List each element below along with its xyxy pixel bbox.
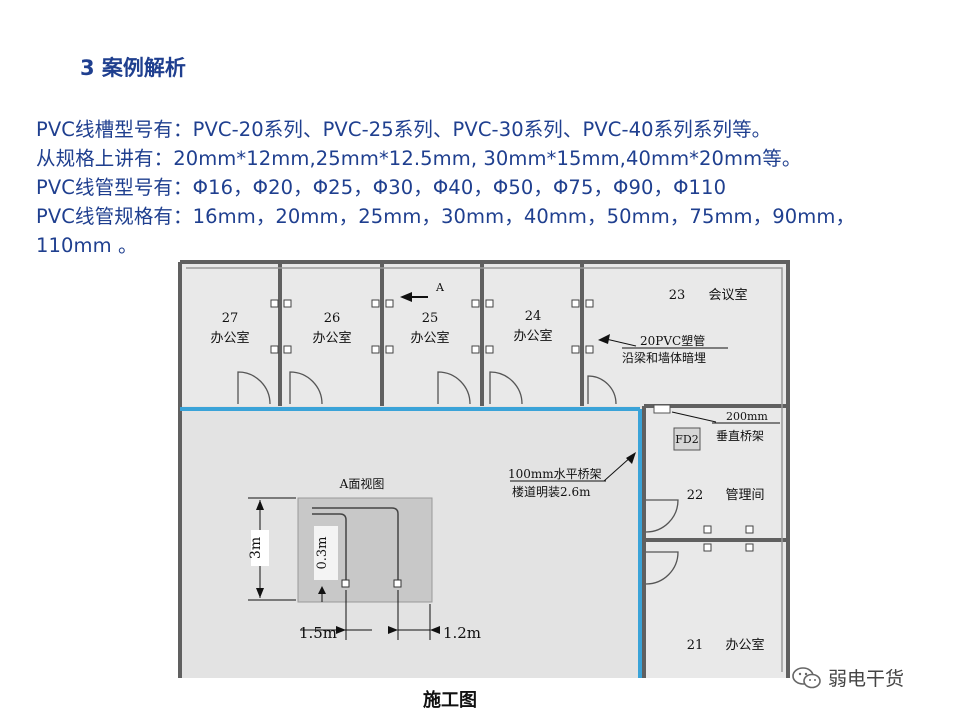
wechat-icon — [792, 666, 821, 688]
room-27-number: 27 — [222, 311, 239, 326]
vertical-tray-label-1: 200mm — [726, 410, 768, 423]
watermark: 弱电干货 — [792, 664, 904, 691]
elevation-left-dim: 1.5m — [299, 624, 337, 642]
room-26-name: 办公室 — [312, 330, 351, 346]
section-title: 3 案例解析 — [80, 56, 186, 80]
elevation-inner-label: 0.3m — [315, 536, 330, 569]
walls — [178, 260, 790, 678]
room-fills — [180, 262, 788, 678]
vertical-tray-label-2: 垂直桥架 — [716, 429, 764, 443]
room-23-number: 23 — [669, 288, 686, 303]
room-23-name: 会议室 — [708, 287, 747, 303]
pvc-pipe-annotation: 20PVC塑管 沿梁和墙体暗埋 — [598, 333, 728, 365]
pvc-pipe-label-1: 20PVC塑管 — [640, 333, 705, 348]
room-21-number: 21 — [687, 638, 704, 653]
elevation-right-dim: 1.2m — [443, 624, 481, 642]
outlet-boxes — [270, 299, 754, 552]
elevation-title: A面视图 — [339, 476, 385, 491]
fd2-box — [673, 427, 701, 451]
view-arrow: A — [400, 281, 445, 302]
elevation-height-label: 3m — [248, 537, 264, 559]
text-line-pipe-models: PVC线管型号有：Φ16，Φ20，Φ25，Φ30，Φ40，Φ50，Φ75，Φ90… — [36, 176, 727, 199]
room-25-number: 25 — [422, 311, 439, 326]
room-22-number: 22 — [687, 488, 704, 503]
room-24-name: 办公室 — [513, 328, 552, 344]
diagram-caption: 施工图 — [423, 690, 477, 711]
horizontal-tray-annotation: 100mm水平桥架 楼道明装2.6m — [508, 452, 636, 499]
text-line-pvc-trough-models: PVC线槽型号有：PVC-20系列、PVC-25系列、PVC-30系列、PVC-… — [36, 118, 772, 141]
watermark-text: 弱电干货 — [828, 668, 905, 690]
room-25-name: 办公室 — [410, 330, 449, 346]
room-27-name: 办公室 — [210, 330, 249, 346]
room-22-name: 管理间 — [725, 488, 764, 503]
text-line-pipe-sizes-cont: 110mm 。 — [36, 234, 138, 257]
cable-tray — [180, 407, 642, 678]
elevation-view: A面视图 0.3m 3m 1.5m 1.2m — [248, 476, 481, 642]
room-21-name: 办公室 — [725, 637, 764, 653]
vertical-tray-annotation: 200mm 垂直桥架 — [671, 410, 780, 443]
text-line-pipe-sizes: PVC线管规格有：16mm，20mm，25mm，30mm，40mm，50mm，7… — [36, 205, 856, 228]
vertical-tray-box — [653, 404, 671, 414]
horizontal-tray-label-1: 100mm水平桥架 — [508, 467, 602, 481]
room-26-number: 26 — [324, 311, 341, 326]
fd2-label: FD2 — [675, 433, 698, 446]
room-24-number: 24 — [525, 309, 542, 324]
view-arrow-label: A — [435, 281, 445, 294]
pvc-pipe-label-2: 沿梁和墙体暗埋 — [622, 350, 706, 365]
text-line-trough-sizes: 从规格上讲有：20mm*12mm,25mm*12.5mm, 30mm*15mm,… — [36, 147, 802, 170]
doors — [237, 371, 679, 585]
horizontal-tray-label-2: 楼道明装2.6m — [512, 484, 591, 499]
